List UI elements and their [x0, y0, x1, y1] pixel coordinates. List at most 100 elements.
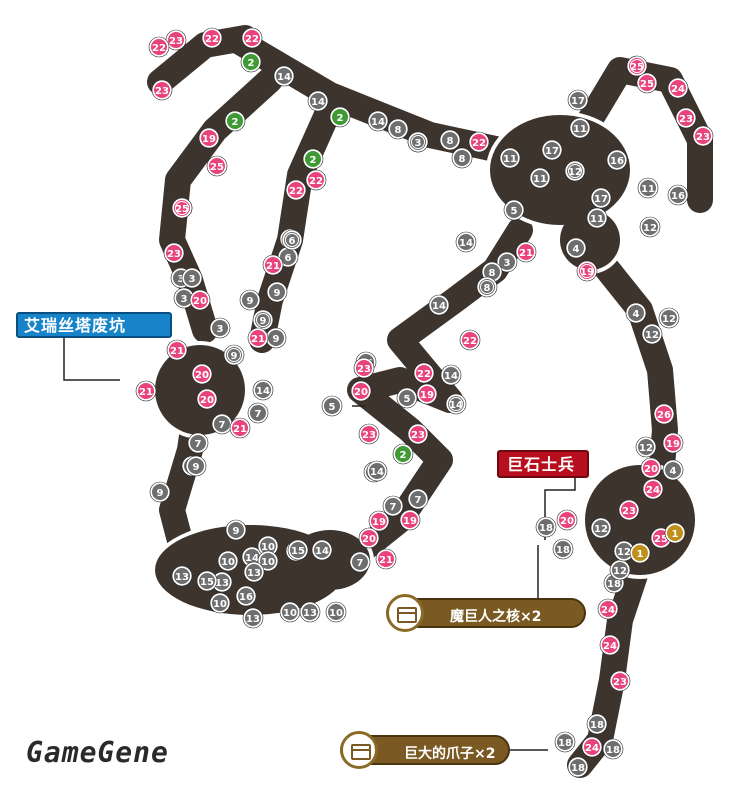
gray-enemy-marker: 4: [662, 459, 684, 481]
marker-number: 20: [362, 534, 376, 545]
marker-number: 5: [329, 402, 336, 413]
marker-number: 4: [573, 244, 580, 255]
marker-number: 17: [545, 146, 559, 157]
marker-number: 22: [417, 369, 431, 380]
marker-number: 6: [289, 236, 296, 247]
marker-number: 19: [420, 390, 434, 401]
marker-number: 25: [630, 62, 644, 73]
pink-enemy-marker: 24: [597, 598, 619, 620]
pink-enemy-marker: 20: [556, 509, 578, 531]
marker-number: 2: [248, 58, 255, 69]
gray-enemy-marker: 9: [266, 281, 288, 303]
gray-enemy-marker: 16: [235, 585, 257, 607]
pink-enemy-marker: 19: [576, 260, 598, 282]
marker-number: 3: [178, 274, 185, 285]
pink-enemy-marker: 22: [241, 27, 263, 49]
gray-enemy-marker: 11: [637, 177, 659, 199]
marker-number: 20: [193, 296, 207, 307]
pink-enemy-marker: 20: [358, 527, 380, 549]
gray-enemy-marker: 10: [325, 601, 347, 623]
marker-number: 25: [175, 204, 189, 215]
marker-number: 19: [202, 134, 216, 145]
marker-number: 23: [357, 364, 371, 375]
marker-number: 11: [503, 154, 517, 165]
gray-enemy-marker: 4: [565, 237, 587, 259]
gray-enemy-marker: 13: [242, 607, 264, 629]
gray-enemy-marker: 9: [223, 344, 245, 366]
marker-number: 4: [670, 466, 677, 477]
marker-number: 20: [354, 387, 368, 398]
gray-enemy-marker: 17: [567, 89, 589, 111]
pink-enemy-marker: 23: [675, 107, 697, 129]
marker-number: 21: [170, 346, 184, 357]
pink-enemy-marker: 25: [636, 72, 658, 94]
gray-enemy-marker: 16: [606, 149, 628, 171]
marker-number: 2: [310, 155, 317, 166]
green-enemy-marker: 2: [302, 148, 324, 170]
chamber: [585, 465, 695, 575]
marker-number: 5: [404, 394, 411, 405]
marker-number: 20: [200, 395, 214, 406]
marker-number: 7: [255, 409, 262, 420]
pink-enemy-marker: 22: [413, 362, 435, 384]
marker-number: 18: [539, 523, 553, 534]
gray-enemy-marker: 12: [641, 323, 663, 345]
marker-number: 14: [315, 546, 329, 557]
marker-number: 11: [590, 214, 604, 225]
pink-enemy-marker: 26: [653, 403, 675, 425]
marker-number: 23: [167, 249, 181, 260]
gray-enemy-marker: 14: [428, 294, 450, 316]
green-enemy-marker: 2: [329, 106, 351, 128]
marker-number: 22: [205, 34, 219, 45]
gray-enemy-marker: 3: [209, 317, 231, 339]
marker-number: 20: [644, 464, 658, 475]
gray-enemy-marker: 18: [586, 713, 608, 735]
area-name-label: 艾瑞丝塔废坑: [16, 312, 172, 338]
marker-number: 22: [152, 43, 166, 54]
marker-number: 24: [646, 485, 660, 496]
gray-enemy-marker: 5: [321, 395, 343, 417]
marker-number: 14: [311, 97, 325, 108]
marker-number: 2: [232, 117, 239, 128]
pink-enemy-marker: 21: [135, 380, 157, 402]
marker-number: 22: [472, 138, 486, 149]
marker-number: 12: [639, 443, 653, 454]
gray-enemy-marker: 9: [225, 519, 247, 541]
pink-enemy-marker: 22: [201, 27, 223, 49]
green-enemy-marker: 2: [224, 110, 246, 132]
gray-enemy-marker: 10: [279, 601, 301, 623]
gray-enemy-marker: 14: [367, 110, 389, 132]
chest-2-label: 巨大的爪子×2: [404, 746, 496, 762]
pink-enemy-marker: 22: [285, 179, 307, 201]
gray-enemy-marker: 13: [171, 565, 193, 587]
marker-number: 14: [245, 553, 259, 564]
pink-enemy-marker: 25: [206, 155, 228, 177]
gray-enemy-marker: 7: [382, 495, 404, 517]
marker-number: 4: [633, 309, 640, 320]
pink-enemy-marker: 20: [350, 380, 372, 402]
gray-enemy-marker: 3: [173, 287, 195, 309]
pink-enemy-marker: 24: [581, 736, 603, 758]
marker-number: 9: [273, 334, 280, 345]
marker-number: 9: [157, 488, 164, 499]
marker-number: 25: [210, 162, 224, 173]
marker-number: 20: [195, 370, 209, 381]
pink-enemy-marker: 20: [196, 388, 218, 410]
gray-enemy-marker: 11: [569, 117, 591, 139]
marker-number: 18: [556, 545, 570, 556]
marker-number: 5: [511, 206, 518, 217]
gray-enemy-marker: 9: [265, 327, 287, 349]
marker-number: 2: [400, 450, 407, 461]
marker-number: 14: [370, 467, 384, 478]
marker-number: 13: [303, 608, 317, 619]
chamber: [290, 530, 370, 590]
gray-enemy-marker: 11: [529, 167, 551, 189]
marker-number: 22: [309, 176, 323, 187]
marker-number: 15: [291, 546, 305, 557]
marker-number: 19: [372, 517, 386, 528]
marker-number: 11: [573, 124, 587, 135]
marker-number: 7: [195, 439, 202, 450]
marker-number: 21: [266, 261, 280, 272]
marker-number: 16: [610, 156, 624, 167]
